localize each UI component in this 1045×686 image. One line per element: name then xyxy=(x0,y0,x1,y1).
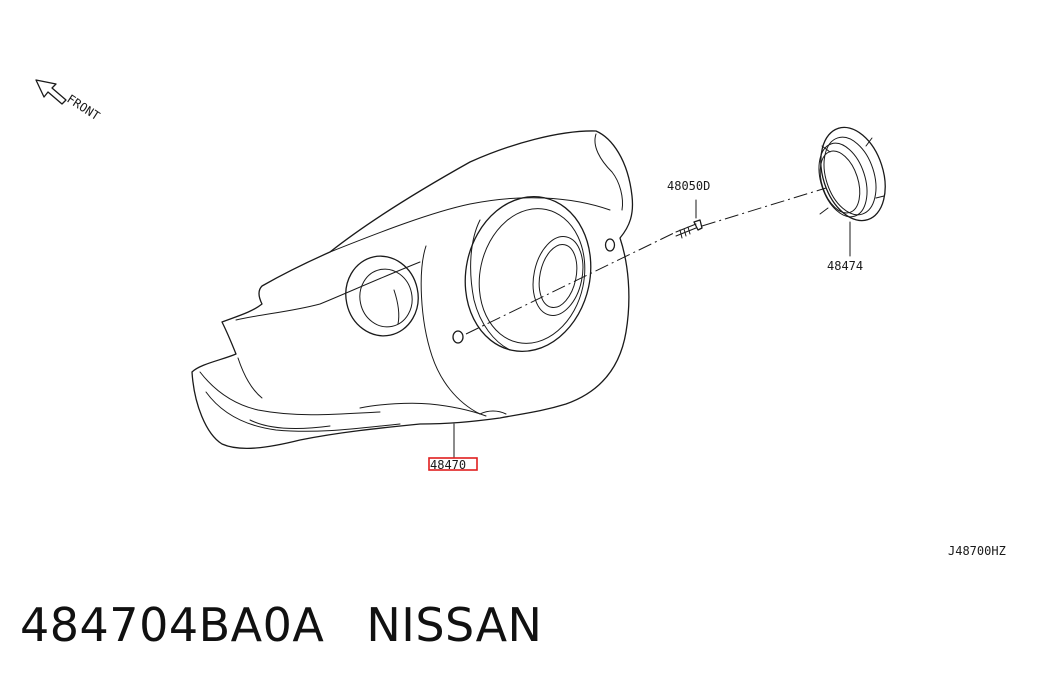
steering-column-cover xyxy=(191,130,634,449)
callout-48474: 48474 xyxy=(827,259,863,273)
brand-name: NISSAN xyxy=(366,598,543,652)
screw-48050d xyxy=(675,199,703,239)
callout-48050d: 48050D xyxy=(667,179,710,193)
part-number: 484704BA0A xyxy=(20,598,325,652)
part-caption: 484704BA0A NISSAN xyxy=(20,598,542,652)
drawing-code: J48700HZ xyxy=(948,544,1006,558)
assembly-axis-line xyxy=(465,231,677,335)
front-direction-label: FRONT xyxy=(64,92,102,123)
ring-axis-line xyxy=(701,187,827,227)
callout-48470: 48470 xyxy=(430,458,466,472)
front-arrow-icon xyxy=(35,79,67,105)
highlight-box-48470 xyxy=(428,457,478,471)
ring-48474 xyxy=(818,126,886,222)
